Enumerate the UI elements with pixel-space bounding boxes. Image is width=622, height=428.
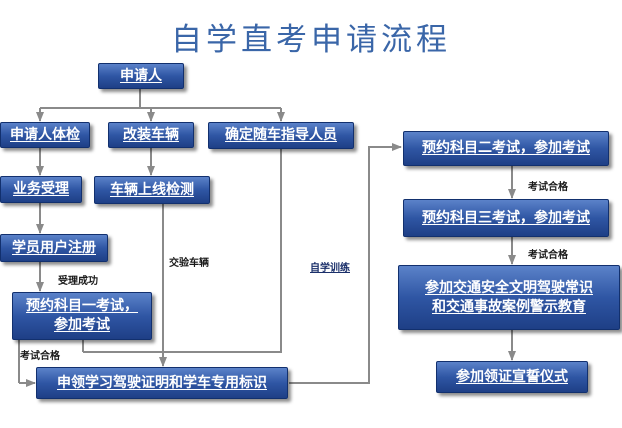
node-learner-permit[interactable]: 申领学习驾驶证明和学车专用标识 [36,367,288,399]
node-exam-subject-3[interactable]: 预约科目三考试，参加考试 [403,199,609,237]
node-medical-exam[interactable]: 申请人体检 [0,122,90,148]
node-instructor[interactable]: 确定随车指导人员 [208,122,354,149]
page-title: 自学直考申请流程 [171,22,451,58]
node-user-registration[interactable]: 学员用户注册 [0,234,108,262]
label-register-ok: 受理成功 [58,276,98,287]
node-oath-ceremony[interactable]: 参加领证宣誓仪式 [436,361,588,393]
label-submit-vehicle: 交验车辆 [169,258,209,269]
node-exam-subject-2[interactable]: 预约科目二考试，参加考试 [403,131,609,166]
label-self-training: 自学训练 [310,263,350,274]
label-exam1-pass: 考试合格 [20,351,60,362]
node-exam-subject-1[interactable]: 预约科目一考试，参加考试 [12,292,152,340]
label-exam2-pass: 考试合格 [528,182,568,193]
node-modify-vehicle[interactable]: 改装车辆 [108,122,194,148]
node-vehicle-inspection[interactable]: 车辆上线检测 [94,176,210,204]
node-safety-education[interactable]: 参加交通安全文明驾驶常识和交通事故案例警示教育 [398,265,620,330]
label-exam3-pass: 考试合格 [528,250,568,261]
node-applicant[interactable]: 申请人 [98,63,184,89]
connector-instructor-down [83,149,282,353]
node-business-acceptance[interactable]: 业务受理 [0,176,82,203]
connector-self-training [289,143,402,384]
